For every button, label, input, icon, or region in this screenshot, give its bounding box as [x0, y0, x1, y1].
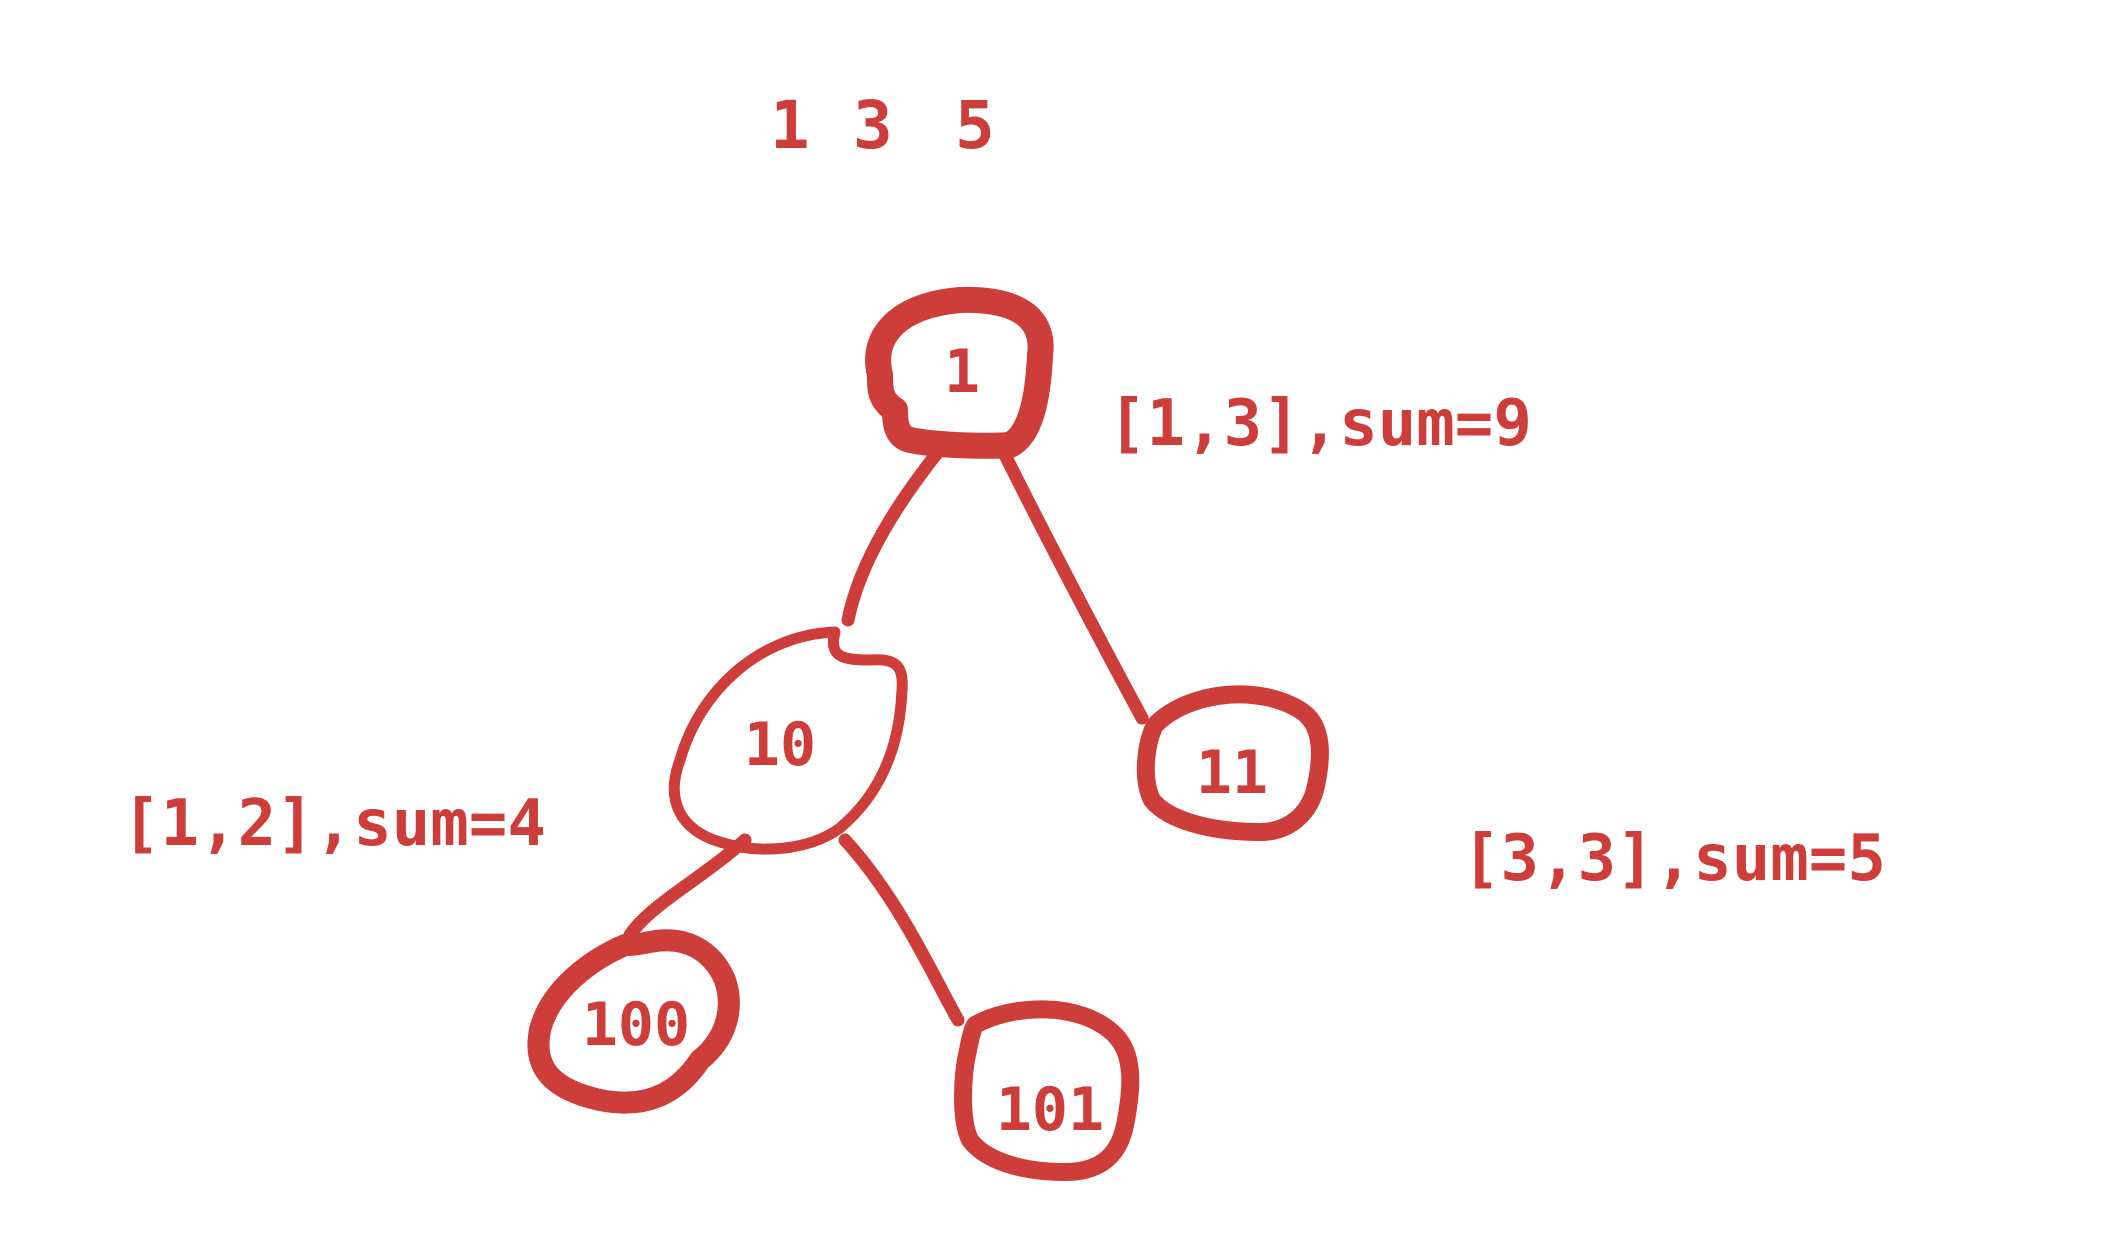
tree-node-left-right: 101 — [954, 1000, 1140, 1181]
interval-labels: [1,3],sum=9 [1,2],sum=4 [3,3],sum=5 — [122, 387, 1886, 896]
edge-left-leftleft — [623, 833, 752, 942]
tree-node-left-left: 100 — [527, 929, 740, 1114]
sequence-item-3: 5 — [955, 87, 995, 164]
tree-edges — [623, 445, 1149, 1027]
tree-node-left: 10 — [668, 626, 908, 855]
node-outline-root — [865, 286, 1054, 459]
tree-node-right: 11 — [1136, 685, 1329, 841]
interval-label-right: [3,3],sum=5 — [1462, 822, 1886, 896]
node-outline-right — [1136, 685, 1329, 841]
interval-label-root: [1,3],sum=9 — [1108, 387, 1532, 461]
node-label-left-left: 100 — [582, 990, 690, 1060]
tree-nodes: 1 10 11 100 101 — [527, 286, 1329, 1181]
number-sequence: 1 3 5 — [770, 87, 995, 164]
edge-left-leftright — [838, 833, 965, 1027]
node-label-left-right: 101 — [996, 1075, 1104, 1145]
sequence-item-1: 1 — [770, 87, 810, 164]
edge-root-left — [841, 445, 945, 627]
node-outline-left-right — [954, 1000, 1140, 1181]
node-outline-left-left — [527, 929, 740, 1114]
sequence-item-2: 3 — [853, 87, 893, 164]
node-label-root: 1 — [944, 337, 980, 407]
node-outline-left — [668, 626, 908, 855]
node-label-right: 11 — [1196, 738, 1268, 808]
edge-root-right — [998, 448, 1149, 725]
tree-node-root: 1 — [865, 286, 1054, 459]
interval-label-left: [1,2],sum=4 — [122, 787, 546, 861]
node-label-left: 10 — [744, 710, 816, 780]
